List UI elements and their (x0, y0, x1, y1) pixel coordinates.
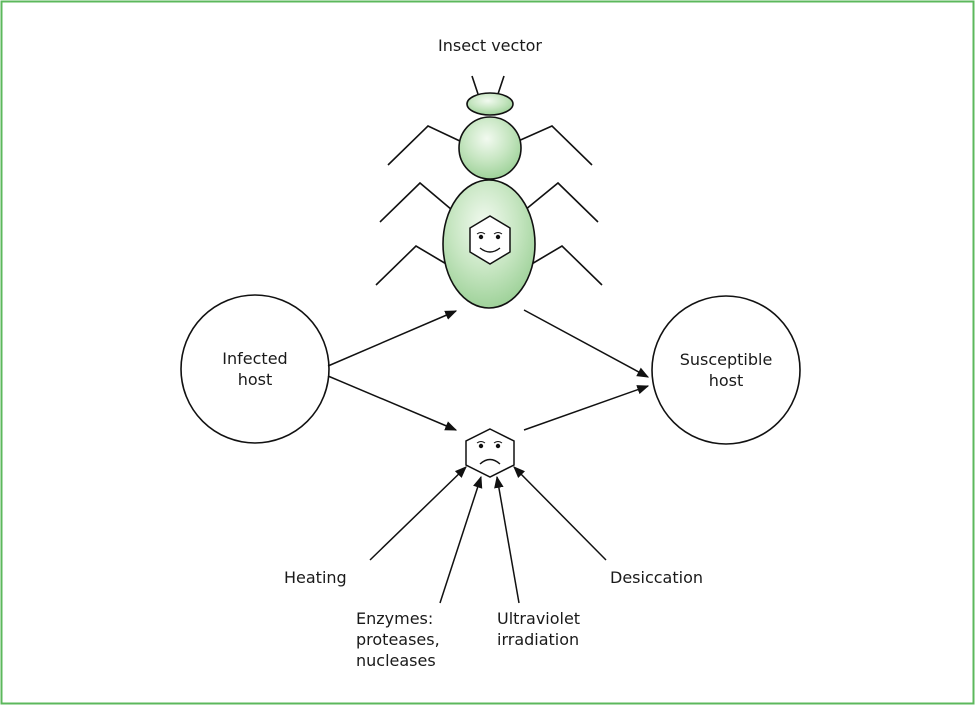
leg-right-2 (524, 181, 599, 223)
ultraviolet-label-line2: irradiation (497, 630, 580, 649)
desiccation-label: Desiccation (610, 568, 703, 587)
infected-host-circle (180, 294, 330, 444)
susceptible-host-circle (651, 295, 801, 445)
ultraviolet-label-line1: Ultraviolet (497, 609, 581, 628)
insect-vector-label: Insect vector (438, 36, 542, 55)
arrow-desiccation (513, 466, 607, 561)
insect-vector-icon (375, 75, 603, 309)
insect-head (466, 92, 514, 116)
arrow-virus-to-host (523, 385, 650, 431)
infected-host-label-line2: host (237, 370, 273, 389)
arrow-heating (369, 466, 467, 561)
insect-thorax (458, 116, 522, 180)
leg-left-1 (387, 125, 463, 166)
arrow-ultraviolet (494, 475, 520, 604)
susceptible-host-label-line1: Susceptible (679, 350, 773, 369)
leg-left-2 (379, 181, 453, 223)
susceptible-host-label: Susceptible host (656, 349, 796, 391)
enzymes-label-line3: nucleases (356, 651, 436, 670)
enzymes-label-line1: Enzymes: (356, 609, 434, 628)
ultraviolet-label: Ultraviolet irradiation (497, 608, 580, 650)
enzymes-label: Enzymes: proteases, nucleases (356, 608, 440, 671)
infected-host-label: Infected host (195, 348, 315, 390)
arrow-vector-to-host (523, 309, 650, 378)
arrow-enzymes (439, 475, 483, 604)
susceptible-host-label-line2: host (708, 371, 744, 390)
happy-virus-hexagon-icon (469, 215, 511, 265)
enzymes-label-line2: proteases, (356, 630, 440, 649)
arrow-host-to-virus (327, 375, 458, 431)
leg-left-3 (375, 244, 449, 286)
leg-right-3 (529, 244, 603, 286)
antenna-right (497, 75, 505, 95)
leg-right-1 (515, 125, 593, 166)
sad-virus-hexagon-icon (465, 428, 515, 478)
antenna-left (471, 75, 479, 95)
infected-host-label-line1: Infected (222, 349, 288, 368)
heating-label: Heating (284, 568, 347, 587)
arrow-host-to-vector (327, 310, 458, 367)
